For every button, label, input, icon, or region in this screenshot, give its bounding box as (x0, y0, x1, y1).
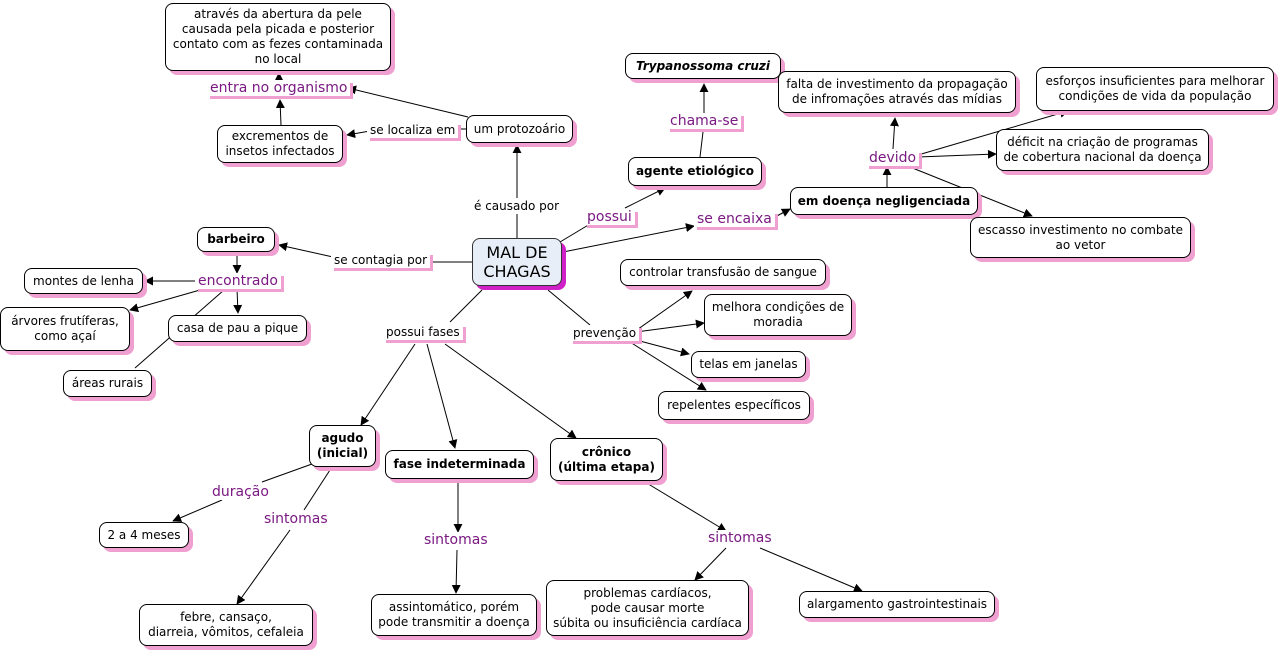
label-devido: devido (866, 150, 920, 166)
label-se-localiza: se localiza em (367, 122, 459, 138)
label-chama-se: chama-se (667, 113, 742, 129)
assintomatico-node[interactable]: assintomático, porém pode transmitir a d… (371, 594, 537, 636)
label-sintomas-agudo: sintomas (261, 511, 331, 527)
label-entra-organismo: entra no organismo (207, 80, 351, 96)
label-sintomas-cronico: sintomas (705, 530, 775, 546)
telas-janelas-node[interactable]: telas em janelas (691, 351, 806, 378)
arvores-frutiferas-node[interactable]: árvores frutíferas, como açaí (0, 307, 130, 351)
agente-etiologico-node[interactable]: agente etiológico (628, 157, 762, 186)
label-possui: possui (584, 209, 635, 225)
label-encontrado: encontrado (195, 273, 281, 289)
mal-de-chagas-root[interactable]: MAL DE CHAGAS (472, 238, 562, 286)
moradia-node[interactable]: melhora condições de moradia (704, 294, 852, 336)
label-duracao: duração (209, 484, 272, 500)
barbeiro-node[interactable]: barbeiro (197, 227, 275, 252)
label-se-contagia: se contagia por (331, 252, 431, 268)
agudo-node[interactable]: agudo (inicial) (309, 425, 376, 467)
excrementos-node[interactable]: excrementos de insetos infectados (217, 125, 343, 163)
deficit-node[interactable]: déficit na criação de programas de cober… (996, 129, 1209, 171)
febre-node[interactable]: febre, cansaço, diarreia, vômitos, cefal… (139, 604, 313, 646)
protozoario-node[interactable]: um protozoário (466, 115, 573, 143)
transfusao-node[interactable]: controlar transfusão de sangue (620, 259, 826, 286)
label-se-encaixa: se encaixa (694, 211, 775, 227)
problemas-cardiacos-node[interactable]: problemas cardíacos, pode causar morte s… (546, 580, 749, 636)
repelentes-node[interactable]: repelentes específicos (658, 391, 810, 420)
trypanossoma-node[interactable]: Trypanossoma cruzi (625, 53, 781, 79)
montes-lenha-node[interactable]: montes de lenha (24, 268, 143, 294)
label-sintomas-indeterminada: sintomas (421, 532, 491, 548)
esforcos-node[interactable]: esforços insuficientes para melhorar con… (1036, 67, 1274, 111)
label-prevencao: prevenção (570, 325, 640, 341)
falta-investimento-node[interactable]: falta de investimento da propagação de i… (778, 71, 1016, 113)
label-causado-por: é causado por (471, 198, 563, 214)
cronico-node[interactable]: crônico (última etapa) (550, 438, 663, 481)
escasso-node[interactable]: escasso investimento no combate ao vetor (970, 217, 1191, 258)
meses-node[interactable]: 2 a 4 meses (99, 522, 189, 548)
areas-rurais-node[interactable]: áreas rurais (63, 370, 152, 397)
pele-node[interactable]: através da abertura da pele causada pela… (165, 3, 391, 71)
label-possui-fases: possui fases (383, 324, 463, 340)
casa-pau-a-pique-node[interactable]: casa de pau a pique (168, 315, 307, 342)
negligenciada-node[interactable]: em doença negligenciada (790, 187, 978, 215)
alargamento-node[interactable]: alargamento gastrointestinais (799, 591, 995, 618)
fase-indeterminada-node[interactable]: fase indeterminada (385, 450, 534, 479)
